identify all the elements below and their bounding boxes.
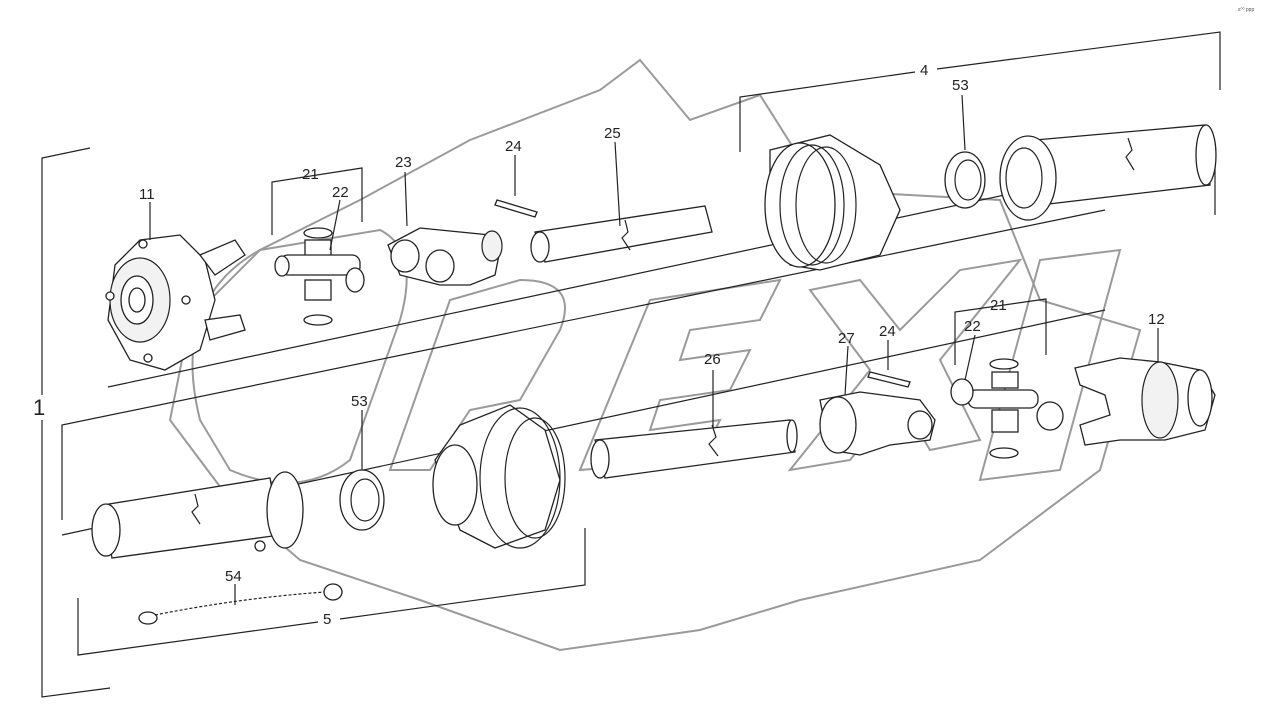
bracket-21-lower xyxy=(954,298,1047,365)
label-23: 23 xyxy=(395,154,412,171)
label-5: 5 xyxy=(323,611,331,628)
label-22-lower: 22 xyxy=(964,318,981,335)
label-53-upper: 53 xyxy=(952,77,969,94)
label-21-lower: 21 xyxy=(990,297,1007,314)
bracket-assembly-1 xyxy=(41,147,111,698)
label-24-upper: 24 xyxy=(505,138,522,155)
part-53-bearing-ring-lower xyxy=(339,469,385,531)
label-1: 1 xyxy=(33,395,45,420)
part-27-yoke xyxy=(819,391,936,456)
bracket-group-4 xyxy=(739,31,1221,152)
part-22-cross-lower xyxy=(950,358,1064,459)
label-24-lower: 24 xyxy=(879,323,896,340)
part-4-outer-tube xyxy=(999,124,1217,221)
part-11-torque-limiter xyxy=(105,234,246,371)
part-24-pin-lower xyxy=(867,371,911,388)
label-54: 54 xyxy=(225,568,242,585)
part-53-bearing-ring-upper xyxy=(944,151,986,209)
part-25-inner-tube xyxy=(530,205,713,263)
label-26: 26 xyxy=(704,351,721,368)
label-4: 4 xyxy=(920,62,928,79)
bracket-group-5 xyxy=(77,528,586,656)
divider-line-middle xyxy=(61,209,1106,520)
part-12-end-yoke xyxy=(1074,357,1216,446)
label-12: 12 xyxy=(1148,311,1165,328)
watermark-logo xyxy=(168,58,1142,652)
part-23-yoke xyxy=(387,227,503,286)
label-25: 25 xyxy=(604,125,621,142)
bracket-21-upper xyxy=(271,167,363,235)
part-24-pin-upper xyxy=(494,199,538,218)
part-5-outer-tube xyxy=(91,471,304,559)
label-22-upper: 22 xyxy=(332,184,349,201)
label-27: 27 xyxy=(838,330,855,347)
label-11: 11 xyxy=(139,186,155,203)
label-21-upper: 21 xyxy=(302,166,319,183)
part-22-cross-upper xyxy=(274,227,365,326)
part-26-inner-tube xyxy=(590,419,798,479)
corner-text: s⁰⁰ ppp xyxy=(1238,7,1254,13)
label-53-lower: 53 xyxy=(351,393,368,410)
part-5-guard-cone xyxy=(432,404,566,549)
part-54-safety-chain xyxy=(138,583,343,625)
part-4-guard-cone xyxy=(764,134,901,271)
leader-lines xyxy=(149,94,1159,605)
